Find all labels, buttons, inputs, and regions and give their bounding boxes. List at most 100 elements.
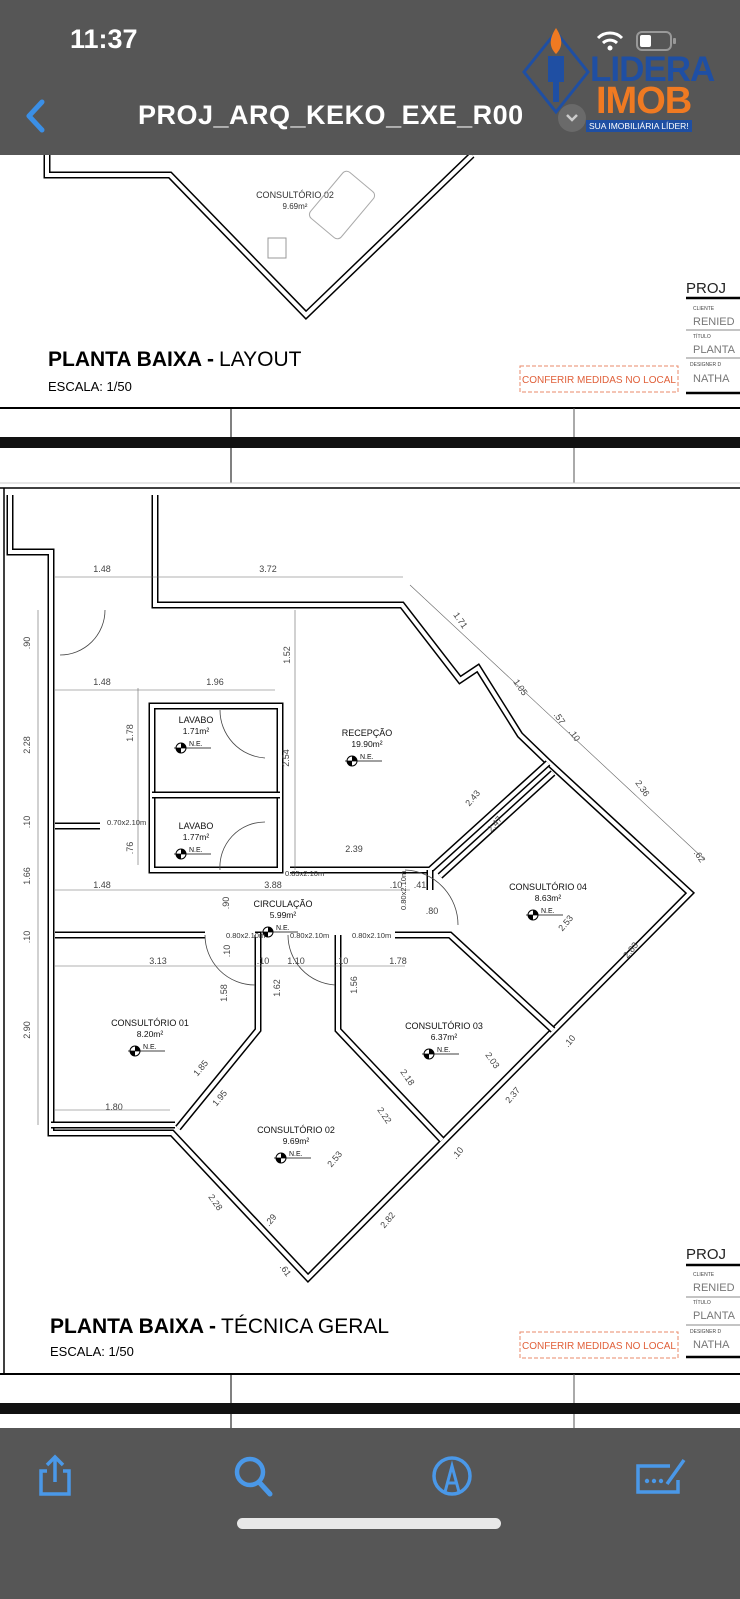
chevron-down-icon xyxy=(566,114,578,122)
dimension-label: 1.56 xyxy=(349,976,359,994)
room-label: CONSULTÓRIO 036.37m² N.E. xyxy=(405,1021,483,1060)
level-marker-icon: N.E. xyxy=(526,908,563,921)
back-button[interactable] xyxy=(20,96,50,136)
signature-icon[interactable] xyxy=(634,1454,688,1498)
pdf-page: CONSULTÓRIO 02 9.69m² PLANTA BAIXA -LAYO… xyxy=(0,155,740,1428)
room-label: CONSULTÓRIO 029.69m² N.E. xyxy=(257,1125,335,1164)
home-indicator[interactable] xyxy=(237,1518,501,1529)
markup-icon[interactable] xyxy=(430,1454,474,1498)
dimension-label: 3.72 xyxy=(259,564,277,574)
svg-text:RENIED: RENIED xyxy=(693,316,735,328)
level-label: N.E. xyxy=(437,1047,451,1054)
door-size: 0.85x2.10m xyxy=(285,869,324,878)
room-name: CONSULTÓRIO 02 xyxy=(257,1125,335,1135)
svg-text:DESIGNER D: DESIGNER D xyxy=(690,1329,722,1335)
room-name: LAVABO xyxy=(179,821,214,831)
door-swing xyxy=(404,869,459,926)
dimension-label: .10 xyxy=(336,956,349,966)
level-label: N.E. xyxy=(541,908,555,915)
dimension-label: 3.13 xyxy=(149,956,167,966)
battery-icon xyxy=(636,31,676,51)
room-name: CONSULTÓRIO 02 xyxy=(256,190,334,200)
dimension-label: 1.78 xyxy=(389,956,407,966)
dimension-label: 3.88 xyxy=(264,880,282,890)
dimension-label: 1.62 xyxy=(272,979,282,997)
svg-text:PROJ: PROJ xyxy=(686,1246,726,1263)
door-size: 0.70x2.10m xyxy=(107,818,146,827)
title-menu-button[interactable] xyxy=(558,104,586,132)
room-area: 1.71m² xyxy=(183,726,210,736)
search-icon[interactable] xyxy=(232,1454,276,1498)
level-label: N.E. xyxy=(189,741,203,748)
status-time: 11:37 xyxy=(70,24,138,54)
dimension-label: 2.54 xyxy=(281,749,291,767)
dimension-label: .76 xyxy=(125,842,135,855)
room-area: 1.77m² xyxy=(183,832,210,842)
level-label: N.E. xyxy=(143,1044,157,1051)
room-area: 6.37m² xyxy=(431,1032,458,1042)
plan-title: PLANTA BAIXA -LAYOUT xyxy=(48,348,302,371)
torch-logo-icon xyxy=(522,28,590,115)
watermark-logo: LIDERA IMOB SUA IMOBILIÁRIA LÍDER! xyxy=(520,20,720,132)
level-marker-icon: N.E. xyxy=(345,754,382,767)
room-area: 9.69m² xyxy=(283,1136,310,1146)
room-area: 9.69m² xyxy=(283,202,308,211)
svg-text:PLANTA: PLANTA xyxy=(693,344,736,356)
room-name: CONSULTÓRIO 01 xyxy=(111,1018,189,1028)
svg-text:DESIGNER D: DESIGNER D xyxy=(690,362,722,368)
wifi-icon xyxy=(596,31,624,51)
title-block: PROJ CLIENTE RENIED TÍTULO PLANTA DESIGN… xyxy=(686,280,740,395)
level-marker-icon: N.E. xyxy=(128,1044,165,1057)
dimension-label: 1.48 xyxy=(93,564,111,574)
dimension-label: .80 xyxy=(426,906,439,916)
dimension-label: .10 xyxy=(390,880,403,890)
door-swing xyxy=(59,609,106,656)
door-size: 0.80x2.10m xyxy=(290,931,329,940)
dimension-label: 1.48 xyxy=(93,880,111,890)
door-swing xyxy=(219,821,266,871)
level-label: N.E. xyxy=(289,1151,303,1158)
room-area: 8.63m² xyxy=(535,893,562,903)
svg-text:NATHA: NATHA xyxy=(693,1339,730,1351)
warning-note: CONFERIR MEDIDAS NO LOCAL xyxy=(522,1341,676,1352)
dimension-label: .41 xyxy=(414,880,427,890)
document-title[interactable]: PROJ_ARQ_KEKO_EXE_R00 xyxy=(138,100,524,130)
room-name: CONSULTÓRIO 04 xyxy=(509,882,587,892)
sink-icon xyxy=(267,237,287,259)
svg-text:TÍTULO: TÍTULO xyxy=(693,333,711,340)
level-marker-icon: N.E. xyxy=(274,1151,311,1164)
dimension-label: .90 xyxy=(22,637,32,650)
level-label: N.E. xyxy=(189,847,203,854)
share-icon[interactable] xyxy=(33,1454,77,1498)
warning-note: CONFERIR MEDIDAS NO LOCAL xyxy=(522,375,676,386)
room-name: CONSULTÓRIO 03 xyxy=(405,1021,483,1031)
dimension-label: 1.78 xyxy=(125,724,135,742)
dimension-label: 1.80 xyxy=(105,1102,123,1112)
svg-text:RENIED: RENIED xyxy=(693,1282,735,1294)
room-area: 5.99m² xyxy=(270,910,297,920)
room-name: CIRCULAÇÃO xyxy=(253,899,312,909)
door-swing xyxy=(219,709,266,759)
dimension-label: 1.66 xyxy=(22,867,32,885)
room-area: 19.90m² xyxy=(351,739,382,749)
bottom-toolbar xyxy=(0,1428,740,1599)
door-size: 0.80x2.10m xyxy=(352,931,391,940)
dimension-label: 1.48 xyxy=(93,677,111,687)
door-swing xyxy=(287,934,336,986)
door-swing xyxy=(204,934,256,986)
level-label: N.E. xyxy=(276,925,290,932)
dimension-label: 2.28 xyxy=(22,736,32,754)
room-name: RECEPÇÃO xyxy=(342,728,393,738)
svg-text:TÍTULO: TÍTULO xyxy=(693,1299,711,1306)
svg-text:PLANTA: PLANTA xyxy=(693,1310,736,1322)
svg-text:NATHA: NATHA xyxy=(693,373,730,385)
door-size: 0.80x2.10m xyxy=(226,931,265,940)
dimension-label: 2.39 xyxy=(345,844,363,854)
dimension-label: 1.52 xyxy=(282,646,292,664)
level-marker-icon: N.E. xyxy=(261,925,298,938)
dimension-label: 1.96 xyxy=(206,677,224,687)
room-label: CONSULTÓRIO 048.63m² N.E. xyxy=(509,882,587,921)
